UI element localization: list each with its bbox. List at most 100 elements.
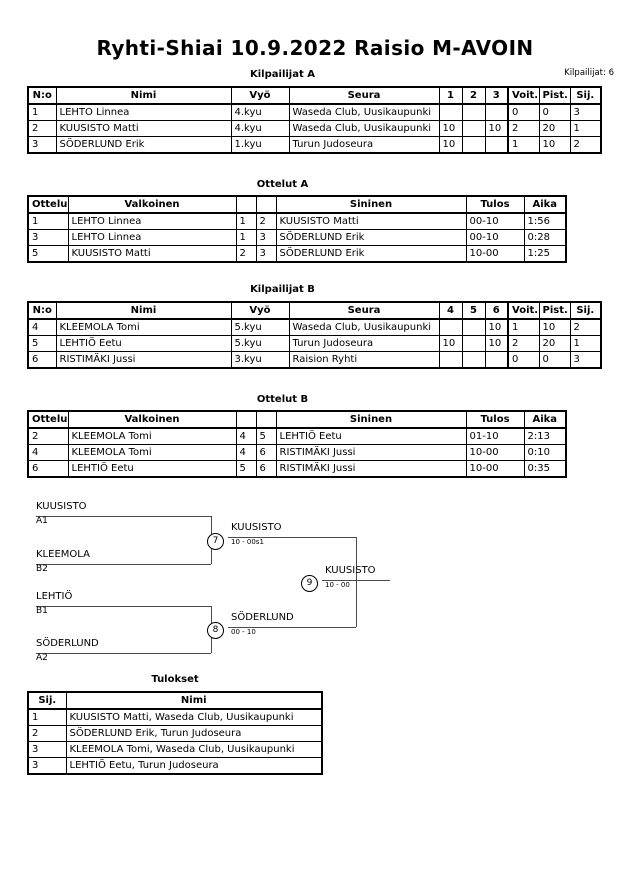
table-row: 2 KUUSISTO Matti 4.kyu Waseda Club, Uusi… [27,120,602,137]
cell-m6: 10 [484,318,509,336]
cell-no: 3 [27,136,57,154]
bracket-line-entrant-2 [36,564,211,565]
cell-m4 [438,351,463,369]
table-row: 3 SÖDERLUND Erik 1.kyu Turun Judoseura 1… [27,136,602,154]
cell-tulos: 00-10 [465,229,525,246]
cell-pist: 10 [538,318,571,336]
col-header-voit: Voit. [507,301,540,320]
col-header-sininen: Sininen [275,195,467,214]
cell-n2: 3 [255,245,277,263]
cell-seura: Turun Judoseura [288,136,440,154]
participants-count: Kilpailijat: 6 [564,68,614,78]
cell-sininen: SÖDERLUND Erik [275,229,467,246]
cell-m5 [461,318,486,336]
cell-n2: 6 [255,444,277,461]
cell-no: 1 [27,103,57,121]
cell-n1: 4 [235,444,257,461]
bracket-entrant-name-2: KLEEMOLA [36,549,90,560]
bracket-entrant-seed-1: A1 [36,516,48,526]
cell-aika: 1:56 [523,212,567,230]
cell-vyo: 5.kyu [230,335,290,352]
bracket-join-match-9 [356,537,357,627]
cell-nimi: KLEEMOLA Tomi [55,318,232,336]
table-header-row: Sij. Nimi [27,691,323,710]
cell-m1 [438,103,463,121]
cell-n2: 5 [255,427,277,445]
cell-n1: 1 [235,229,257,246]
col-header-n1 [235,195,257,214]
cell-voit: 1 [507,318,540,336]
col-header-ottelu: Ottelu [27,410,69,429]
col-header-seura: Seura [288,301,440,320]
table-header-row: Ottelu Valkoinen Sininen Tulos Aika [27,195,567,214]
cell-nimi: SÖDERLUND Erik [55,136,232,154]
col-header-m6: 6 [484,301,509,320]
cell-m4 [438,318,463,336]
col-header-m2: 2 [461,86,486,105]
cell-sij: 3 [569,103,602,121]
table-row: 2 KLEEMOLA Tomi 4 5 LEHTIÖ Eetu 01-10 2:… [27,427,567,445]
cell-tulos: 10-00 [465,245,525,263]
cell-aika: 1:25 [523,245,567,263]
cell-nimi: KLEEMOLA Tomi, Waseda Club, Uusikaupunki [65,741,323,758]
table-header-row: N:o Nimi Vyö Seura 4 5 6 Voit. Pist. Sij… [27,301,602,320]
col-header-vyo: Vyö [230,86,290,105]
cell-sininen: SÖDERLUND Erik [275,245,467,263]
table-row: 6 RISTIMÄKI Jussi 3.kyu Raision Ryhti 0 … [27,351,602,369]
table-header-row: N:o Nimi Vyö Seura 1 2 3 Voit. Pist. Sij… [27,86,602,105]
bouts-b-table: Ottelu Valkoinen Sininen Tulos Aika 2 KL… [27,410,567,478]
bracket-line-winner-8 [228,627,356,628]
section-caption-bouts-b: Ottelut B [256,394,309,405]
cell-nimi: LEHTO Linnea [55,103,232,121]
cell-n1: 5 [235,460,257,478]
cell-sij: 2 [27,725,67,742]
cell-ottelu: 6 [27,460,69,478]
cell-no: 6 [27,351,57,369]
cell-sij: 3 [27,757,67,775]
bracket-match-node-9[interactable]: 9 [301,575,318,592]
cell-pist: 20 [538,120,571,137]
cell-m4: 10 [438,335,463,352]
bracket-entrant-seed-4: A2 [36,653,48,663]
cell-nimi: LEHTIÖ Eetu [55,335,232,352]
col-header-tulos: Tulos [465,195,525,214]
bracket-line-entrant-4 [36,653,211,654]
cell-seura: Turun Judoseura [288,335,440,352]
cell-aika: 0:35 [523,460,567,478]
cell-n1: 2 [235,245,257,263]
cell-sininen: RISTIMÄKI Jussi [275,460,467,478]
table-row: 3 LEHTO Linnea 1 3 SÖDERLUND Erik 00-10 … [27,229,567,246]
cell-sij: 3 [27,741,67,758]
col-header-n2 [255,410,277,429]
cell-no: 2 [27,120,57,137]
col-header-aika: Aika [523,410,567,429]
cell-valkoinen: LEHTO Linnea [67,212,237,230]
bracket-match-node-8[interactable]: 8 [207,622,224,639]
cell-m2 [461,120,486,137]
cell-sij: 1 [569,120,602,137]
bracket-match-node-7[interactable]: 7 [207,533,224,550]
pool-a-table: N:o Nimi Vyö Seura 1 2 3 Voit. Pist. Sij… [27,86,602,154]
col-header-ottelu: Ottelu [27,195,69,214]
col-header-valkoinen: Valkoinen [67,410,237,429]
cell-n1: 1 [235,212,257,230]
cell-nimi: RISTIMÄKI Jussi [55,351,232,369]
results-table: Sij. Nimi 1 KUUSISTO Matti, Waseda Club,… [27,691,323,775]
col-header-m1: 1 [438,86,463,105]
cell-aika: 2:13 [523,427,567,445]
cell-m3 [484,136,509,154]
col-header-sij: Sij. [27,691,67,710]
bracket-match-node-9-label: 9 [306,578,313,588]
cell-seura: Waseda Club, Uusikaupunki [288,120,440,137]
cell-m5 [461,335,486,352]
cell-m3 [484,103,509,121]
bracket-line-winner-9 [322,580,390,581]
bracket-entrant-name-3: LEHTIÖ [36,591,73,602]
bracket-entrant-seed-2: B2 [36,564,48,574]
cell-pist: 10 [538,136,571,154]
col-header-sij: Sij. [569,301,602,320]
col-header-nimi: Nimi [55,86,232,105]
cell-nimi: KUUSISTO Matti [55,120,232,137]
cell-vyo: 3.kyu [230,351,290,369]
col-header-vyo: Vyö [230,301,290,320]
